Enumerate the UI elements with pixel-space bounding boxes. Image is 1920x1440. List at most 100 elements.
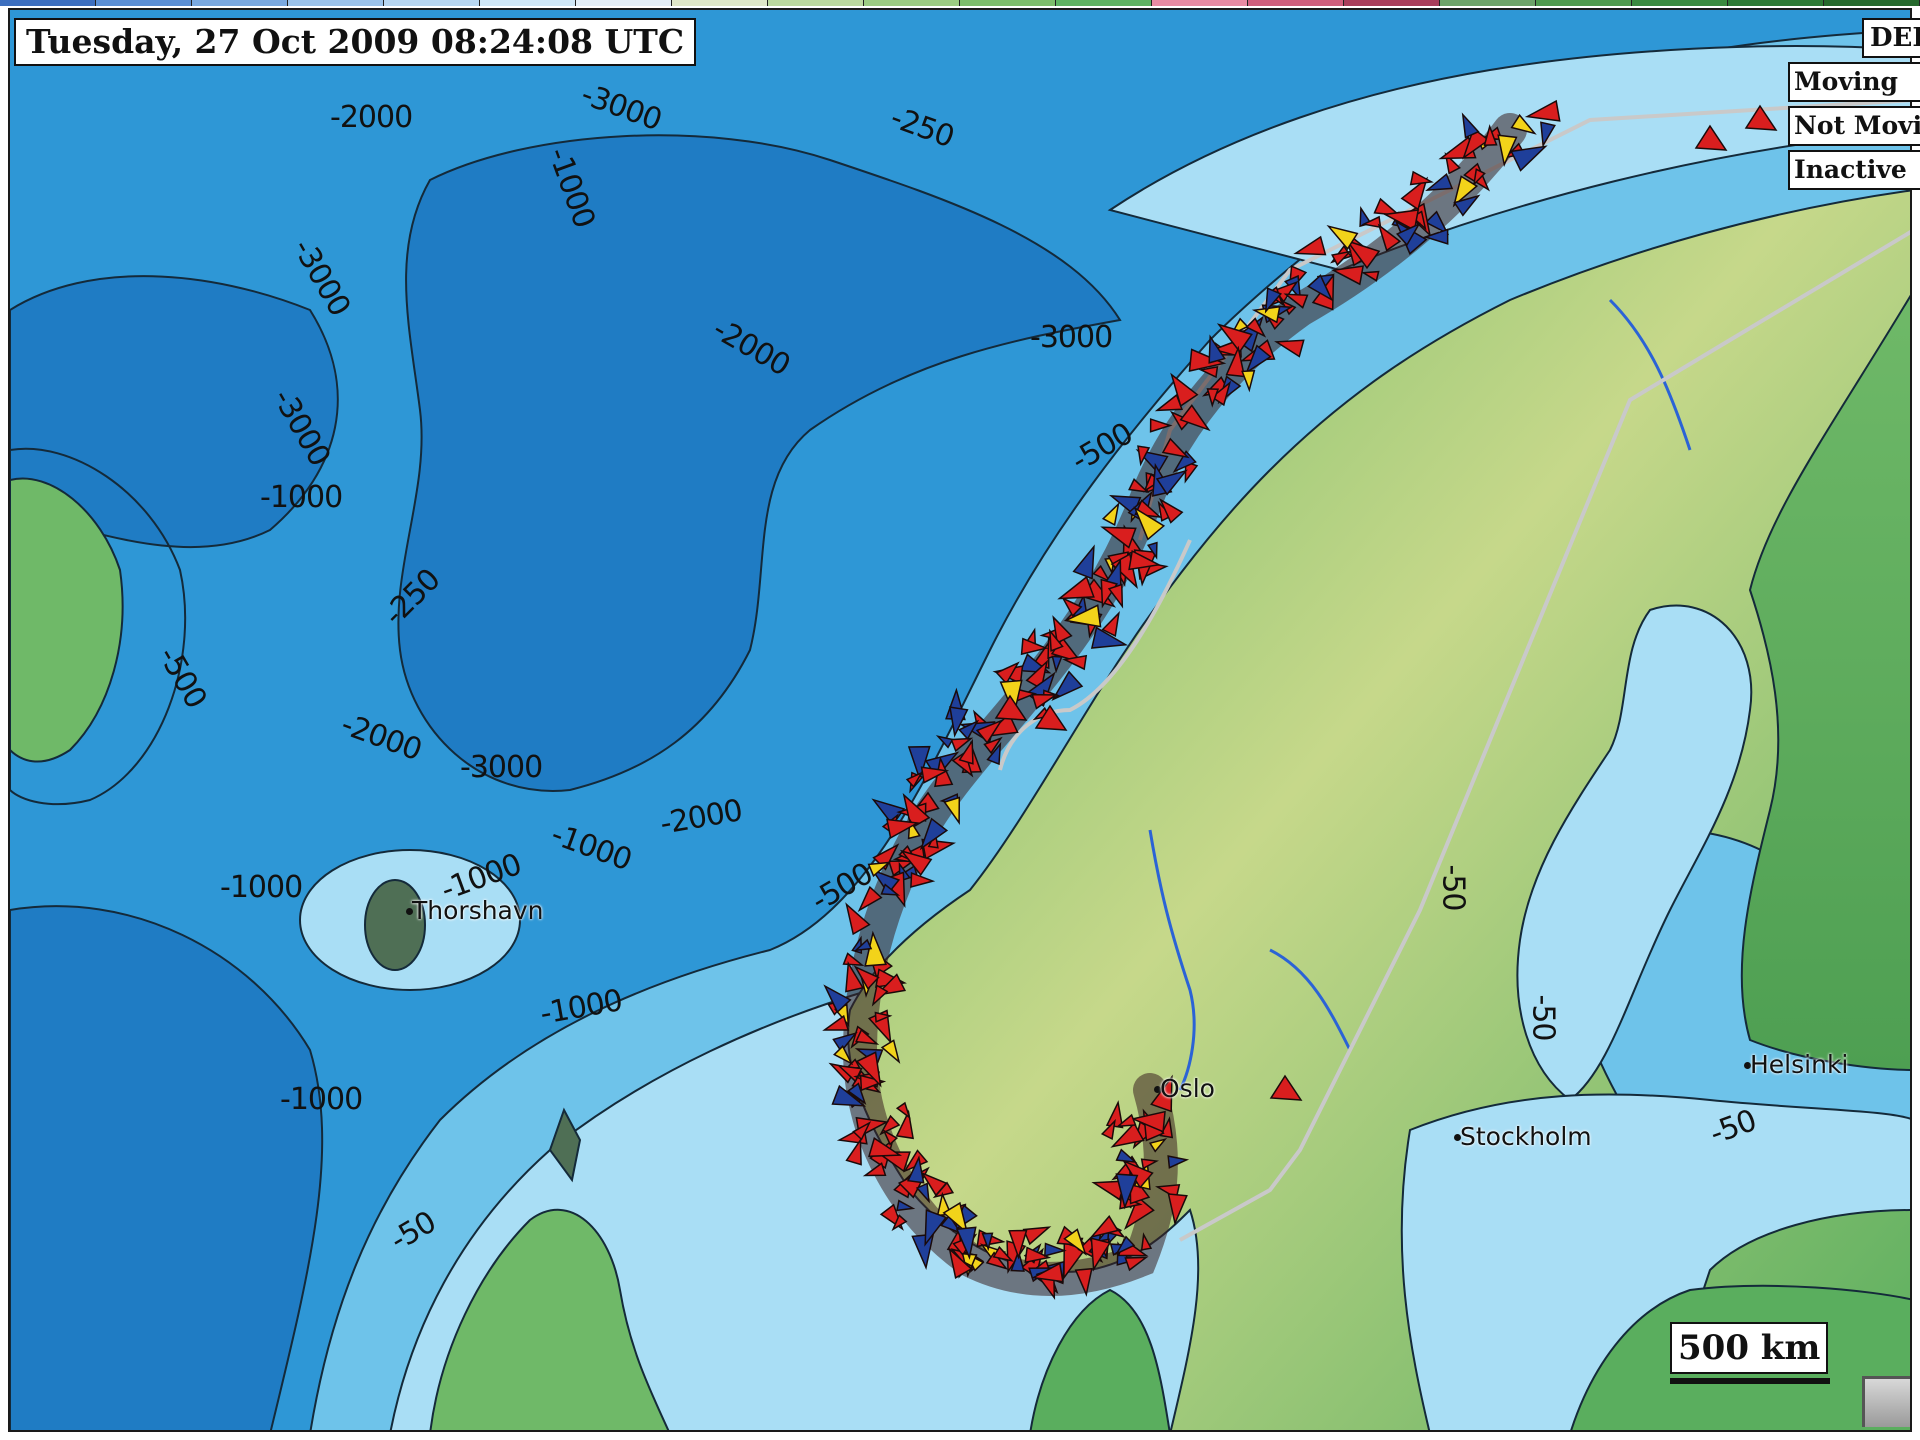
vessel-marker[interactable] bbox=[870, 868, 901, 895]
vessel-marker[interactable] bbox=[845, 1137, 862, 1166]
vessel-marker[interactable] bbox=[1395, 222, 1421, 247]
vessel-marker[interactable] bbox=[867, 1137, 903, 1158]
vessel-marker[interactable] bbox=[1062, 654, 1088, 671]
vessel-marker[interactable] bbox=[1063, 1228, 1087, 1256]
vessel-marker[interactable] bbox=[867, 861, 892, 878]
vessel-marker[interactable] bbox=[1115, 1173, 1139, 1210]
vessel-marker[interactable] bbox=[1115, 1113, 1137, 1128]
vessel-marker[interactable] bbox=[924, 1209, 948, 1247]
vessel-marker[interactable] bbox=[1540, 121, 1556, 148]
vessel-marker[interactable] bbox=[1169, 410, 1192, 431]
vessel-marker[interactable] bbox=[1061, 596, 1083, 618]
vessel-marker[interactable] bbox=[1694, 124, 1728, 151]
vessel-marker[interactable] bbox=[1140, 1158, 1160, 1170]
map-canvas[interactable] bbox=[10, 10, 1912, 1432]
vessel-marker[interactable] bbox=[951, 751, 974, 778]
vessel-marker[interactable] bbox=[1400, 176, 1429, 211]
vessel-marker[interactable] bbox=[1092, 564, 1112, 583]
vessel-marker[interactable] bbox=[1210, 380, 1232, 407]
vessel-marker[interactable] bbox=[1124, 1256, 1149, 1272]
vessel-marker[interactable] bbox=[1524, 99, 1561, 122]
vessel-marker[interactable] bbox=[949, 706, 969, 738]
vessel-marker[interactable] bbox=[1424, 210, 1450, 236]
vessel-marker[interactable] bbox=[1140, 1232, 1153, 1251]
vessel-marker[interactable] bbox=[1330, 265, 1365, 286]
vessel-marker[interactable] bbox=[1057, 575, 1095, 600]
vessel-marker[interactable] bbox=[895, 1101, 911, 1120]
vessel-marker[interactable] bbox=[1034, 704, 1068, 731]
vessel-marker[interactable] bbox=[1167, 1193, 1188, 1226]
vessel-marker[interactable] bbox=[1101, 501, 1120, 527]
vessel-marker[interactable] bbox=[859, 1074, 887, 1092]
vessel-marker[interactable] bbox=[1155, 469, 1188, 496]
vessel-marker[interactable] bbox=[1148, 1137, 1168, 1153]
vessel-marker[interactable] bbox=[895, 1109, 915, 1140]
vessel-marker[interactable] bbox=[1122, 1159, 1154, 1189]
vessel-marker[interactable] bbox=[1264, 287, 1283, 314]
vessel-marker[interactable] bbox=[1115, 1235, 1136, 1256]
vessel-marker[interactable] bbox=[1361, 270, 1380, 282]
vessel-marker[interactable] bbox=[986, 741, 1002, 766]
vessel-marker[interactable] bbox=[1115, 1148, 1138, 1163]
vessel-marker[interactable] bbox=[891, 1214, 908, 1232]
vessel-marker[interactable] bbox=[1043, 1242, 1067, 1257]
vessel-marker[interactable] bbox=[1089, 1215, 1119, 1239]
vessel-marker[interactable] bbox=[1241, 370, 1256, 393]
vessel-marker[interactable] bbox=[1326, 225, 1359, 251]
vessel-marker[interactable] bbox=[1161, 437, 1190, 459]
vessel-marker[interactable] bbox=[994, 694, 1028, 721]
vessel-marker[interactable] bbox=[907, 745, 931, 782]
vessel-marker[interactable] bbox=[1010, 1248, 1025, 1272]
vessel-marker[interactable] bbox=[1049, 628, 1064, 652]
vessel-marker[interactable] bbox=[910, 872, 936, 888]
vessel-marker[interactable] bbox=[975, 719, 1003, 744]
vessel-marker[interactable] bbox=[880, 1039, 901, 1064]
vessel-marker[interactable] bbox=[1150, 1074, 1173, 1113]
vessel-marker[interactable] bbox=[831, 1084, 867, 1107]
vessel-marker[interactable] bbox=[1051, 655, 1063, 674]
vessel-marker[interactable] bbox=[1052, 615, 1073, 644]
vessel-marker[interactable] bbox=[958, 719, 980, 741]
vessel-marker[interactable] bbox=[1245, 344, 1272, 375]
vessel-markers-layer[interactable] bbox=[822, 99, 1778, 1301]
vessel-marker[interactable] bbox=[1090, 626, 1128, 649]
vessel-marker[interactable] bbox=[1063, 604, 1102, 628]
vessel-marker[interactable] bbox=[1031, 1262, 1064, 1283]
vessel-marker[interactable] bbox=[823, 984, 852, 1014]
vessel-marker[interactable] bbox=[886, 818, 920, 840]
vessel-marker[interactable] bbox=[1179, 404, 1211, 432]
vessel-marker[interactable] bbox=[1170, 372, 1199, 408]
vessel-marker[interactable] bbox=[1090, 1237, 1112, 1272]
vessel-marker[interactable] bbox=[1216, 323, 1253, 353]
vessel-marker[interactable] bbox=[1452, 175, 1479, 208]
vessel-marker[interactable] bbox=[1149, 418, 1173, 433]
vessel-marker[interactable] bbox=[1472, 168, 1486, 187]
legend-not-moving[interactable]: Not Movi bbox=[1788, 106, 1920, 146]
vessel-marker[interactable] bbox=[983, 736, 1003, 755]
vessel-marker[interactable] bbox=[857, 885, 883, 913]
vessel-marker[interactable] bbox=[1123, 1195, 1155, 1230]
vessel-marker[interactable] bbox=[833, 1045, 854, 1066]
vessel-marker[interactable] bbox=[845, 961, 865, 993]
vessel-marker[interactable] bbox=[846, 1082, 867, 1105]
vessel-marker[interactable] bbox=[822, 1014, 850, 1031]
vessel-marker[interactable] bbox=[1461, 112, 1480, 139]
vessel-marker[interactable] bbox=[1100, 578, 1119, 609]
vessel-marker[interactable] bbox=[1198, 365, 1219, 379]
vessel-marker[interactable] bbox=[855, 1051, 882, 1088]
vessel-marker[interactable] bbox=[943, 796, 961, 826]
vessel-marker[interactable] bbox=[985, 1251, 1009, 1270]
vessel-marker[interactable] bbox=[958, 738, 974, 765]
vessel-marker[interactable] bbox=[1024, 1246, 1052, 1264]
vessel-marker[interactable] bbox=[1167, 1155, 1190, 1169]
vessel-marker[interactable] bbox=[1022, 1226, 1052, 1246]
vessel-marker[interactable] bbox=[1225, 345, 1246, 378]
vessel-marker[interactable] bbox=[981, 1232, 994, 1252]
vessel-marker[interactable] bbox=[1382, 209, 1420, 232]
vessel-marker[interactable] bbox=[906, 1155, 925, 1184]
vessel-marker[interactable] bbox=[1206, 388, 1220, 408]
vessel-marker[interactable] bbox=[871, 984, 889, 1007]
vessel-marker[interactable] bbox=[992, 1245, 1014, 1262]
vessel-marker[interactable] bbox=[911, 1233, 935, 1271]
vessel-marker[interactable] bbox=[1377, 223, 1402, 252]
